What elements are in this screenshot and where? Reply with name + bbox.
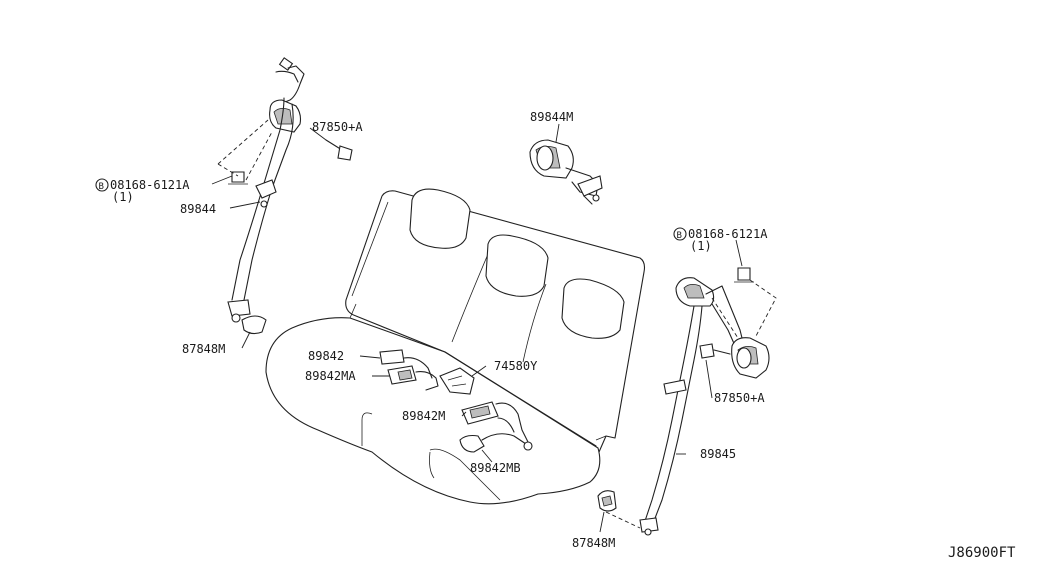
label-87850a-right: 87850+A xyxy=(714,391,765,405)
right-seat-belt-assembly xyxy=(639,277,770,536)
center-buckle-89842m xyxy=(461,401,529,443)
label-89845: 89845 xyxy=(700,447,736,461)
bolt-marker-right: B xyxy=(673,227,687,241)
left-seat-belt-assembly xyxy=(227,57,305,335)
label-89842m: 89842M xyxy=(402,409,445,423)
bolt-marker-left: B xyxy=(95,178,109,192)
label-87850a-top: 87850+A xyxy=(312,120,363,134)
label-89842ma: 89842MA xyxy=(305,369,356,383)
label-08168-right-qty: (1) xyxy=(690,239,712,253)
center-buckle-89842 xyxy=(379,349,433,379)
center-buckle-89842mb xyxy=(459,433,533,453)
bracket-74580y xyxy=(439,367,475,395)
label-87848m-right: 87848M xyxy=(572,536,615,550)
label-74580y: 74580Y xyxy=(494,359,538,373)
left-dashed-guide xyxy=(217,119,273,181)
label-87848m-left: 87848M xyxy=(182,342,225,356)
right-small-bolt xyxy=(734,267,754,283)
rear-seat-illustration xyxy=(265,188,646,505)
label-08168-right: 08168-6121A xyxy=(688,227,768,241)
left-small-bolt xyxy=(228,171,248,185)
label-89842: 89842 xyxy=(308,349,344,363)
right-dashed-guide xyxy=(605,279,777,529)
diagram-code: J86900FT xyxy=(948,545,1016,561)
leader-lines xyxy=(211,123,743,533)
bolt-marker-right-text: B xyxy=(677,231,682,241)
label-89842mb: 89842MB xyxy=(470,461,521,475)
right-cover-87848m xyxy=(597,490,617,512)
label-08168-left-qty: (1) xyxy=(112,190,134,204)
bolt-marker-left-text: B xyxy=(99,182,104,192)
label-08168-left: 08168-6121A xyxy=(110,178,190,192)
part-labels: 87850+A B 08168-6121A (1) 89844 87848M 8… xyxy=(95,110,1016,561)
label-89844: 89844 xyxy=(180,202,216,216)
left-anchor-bolt xyxy=(325,139,353,161)
center-retractor-89844m xyxy=(529,139,603,205)
label-89844m: 89844M xyxy=(530,110,573,124)
right-anchor-bolt xyxy=(699,343,731,359)
center-buckle-89842ma xyxy=(387,365,439,391)
